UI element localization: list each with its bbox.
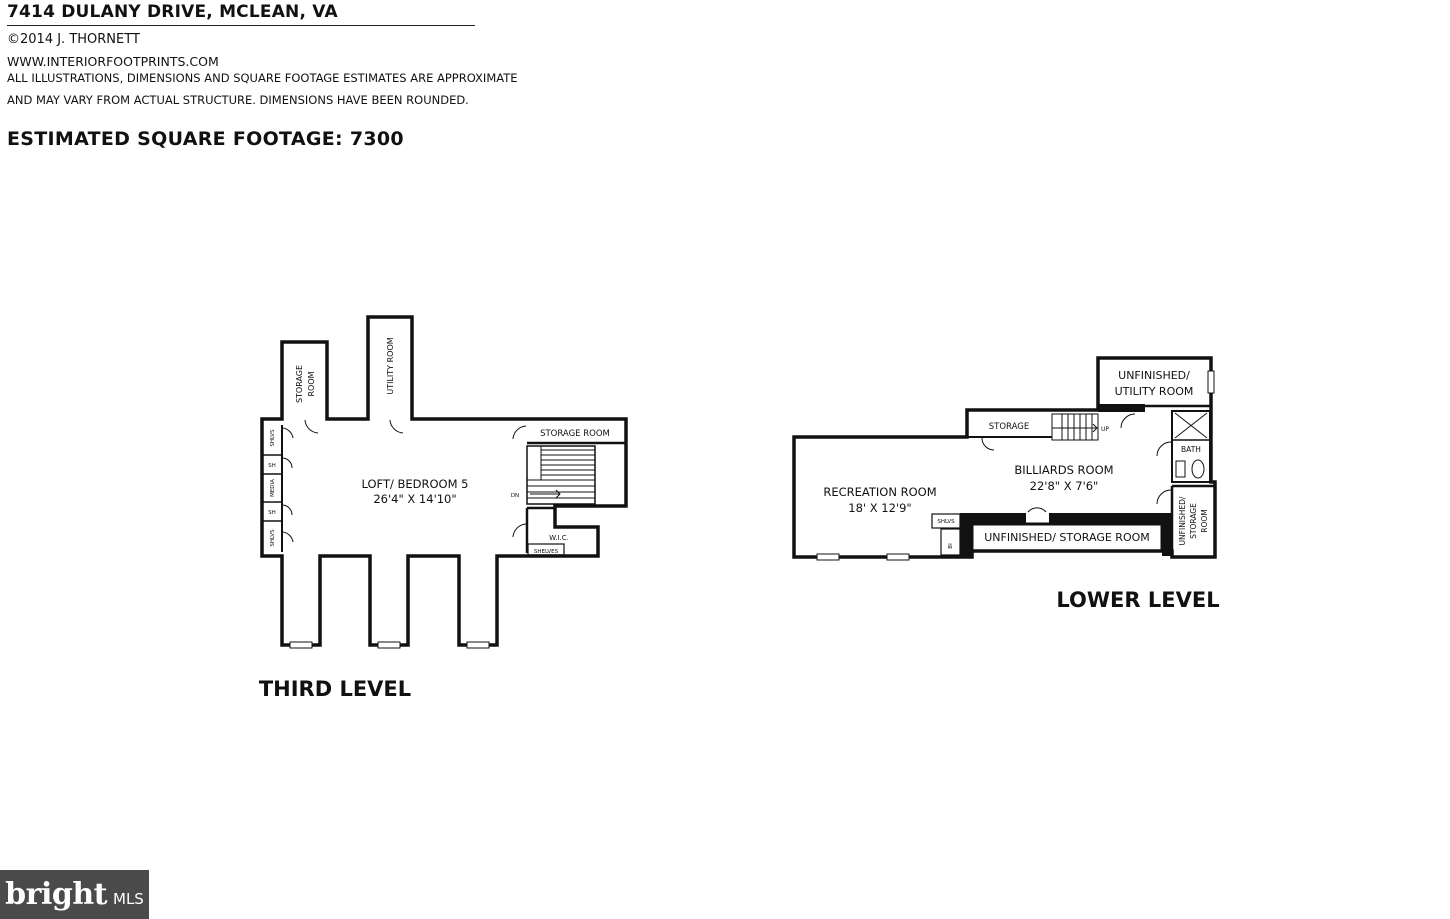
third-level-stairs <box>527 446 595 499</box>
side-storage-label-3: ROOM <box>1200 509 1209 533</box>
side-storage-label-2: STORAGE <box>1189 503 1198 539</box>
disclaimer-line-1: ALL ILLUSTRATIONS, DIMENSIONS AND SQUARE… <box>7 71 518 85</box>
storage-label: STORAGE <box>989 422 1029 432</box>
brand-name: bright <box>5 877 107 912</box>
lower-level-doors <box>981 413 1172 513</box>
sh-label-top: SH <box>268 463 276 469</box>
loft-bedroom-5-dims: 26'4" X 14'10" <box>373 492 456 506</box>
unfinished-utility-label-1: UNFINISHED/ <box>1118 369 1190 382</box>
side-storage-label-1: UNFINISHED/ <box>1178 496 1187 545</box>
storage-room-left-label-2: ROOM <box>307 371 316 396</box>
media-label: MEDIA <box>270 479 276 497</box>
copyright-text: ©2014 J. THORNETT <box>7 32 140 47</box>
lower-level-labels: RECREATION ROOM 18' X 12'9" BILLIARDS RO… <box>823 369 1219 612</box>
stairs-up-label: UP <box>1101 426 1109 433</box>
loft-bedroom-5-name: LOFT/ BEDROOM 5 <box>361 477 468 491</box>
address-underline <box>7 25 475 26</box>
lower-level-solid-walls <box>960 404 1173 556</box>
recreation-room-dims: 18' X 12'9" <box>848 501 911 515</box>
billiards-room-name: BILLIARDS ROOM <box>1014 463 1113 477</box>
unfinished-utility-label-2: UTILITY ROOM <box>1115 385 1194 398</box>
lower-level-title: LOWER LEVEL <box>1056 588 1219 612</box>
disclaimer-line-2: AND MAY VARY FROM ACTUAL STRUCTURE. DIME… <box>7 93 469 107</box>
third-level-windows <box>289 641 490 649</box>
storage-room-left-label-1: STORAGE <box>295 365 304 403</box>
lower-level-stairs <box>1051 413 1099 441</box>
stairs-down-label: DN <box>511 493 519 499</box>
shlvs-label-top: SHLVS <box>270 429 276 447</box>
recreation-room-name: RECREATION ROOM <box>823 485 936 499</box>
third-level-title: THIRD LEVEL <box>259 677 411 701</box>
bi-closet-label: BI <box>948 543 954 549</box>
shlvs-label-bottom: SHLVS <box>270 529 276 547</box>
property-address: 7414 DULANY DRIVE, MCLEAN, VA <box>7 2 338 22</box>
lower-level-windows <box>816 370 1215 561</box>
third-level-labels: LOFT/ BEDROOM 5 26'4" X 14'10" STORAGE R… <box>259 337 610 701</box>
billiards-room-dims: 22'8" X 7'6" <box>1030 479 1099 493</box>
website-text: WWW.INTERIORFOOTPRINTS.COM <box>7 54 219 69</box>
sh-label-bottom: SH <box>268 510 276 516</box>
shelves-label: SHELVES <box>534 549 559 555</box>
storage-room-right-label: STORAGE ROOM <box>540 429 610 439</box>
bath-label: BATH <box>1181 445 1201 454</box>
third-level-doors <box>282 419 527 543</box>
bright-mls-logo: bright MLS <box>0 870 149 919</box>
brand-suffix: MLS <box>113 889 144 908</box>
unfinished-storage-room-label: UNFINISHED/ STORAGE ROOM <box>984 531 1150 544</box>
square-footage: ESTIMATED SQUARE FOOTAGE: 7300 <box>7 128 404 150</box>
utility-room-label: UTILITY ROOM <box>386 337 395 394</box>
shlvs-closet-label: SHLVS <box>937 519 955 525</box>
wic-label: W.I.C. <box>549 534 569 542</box>
